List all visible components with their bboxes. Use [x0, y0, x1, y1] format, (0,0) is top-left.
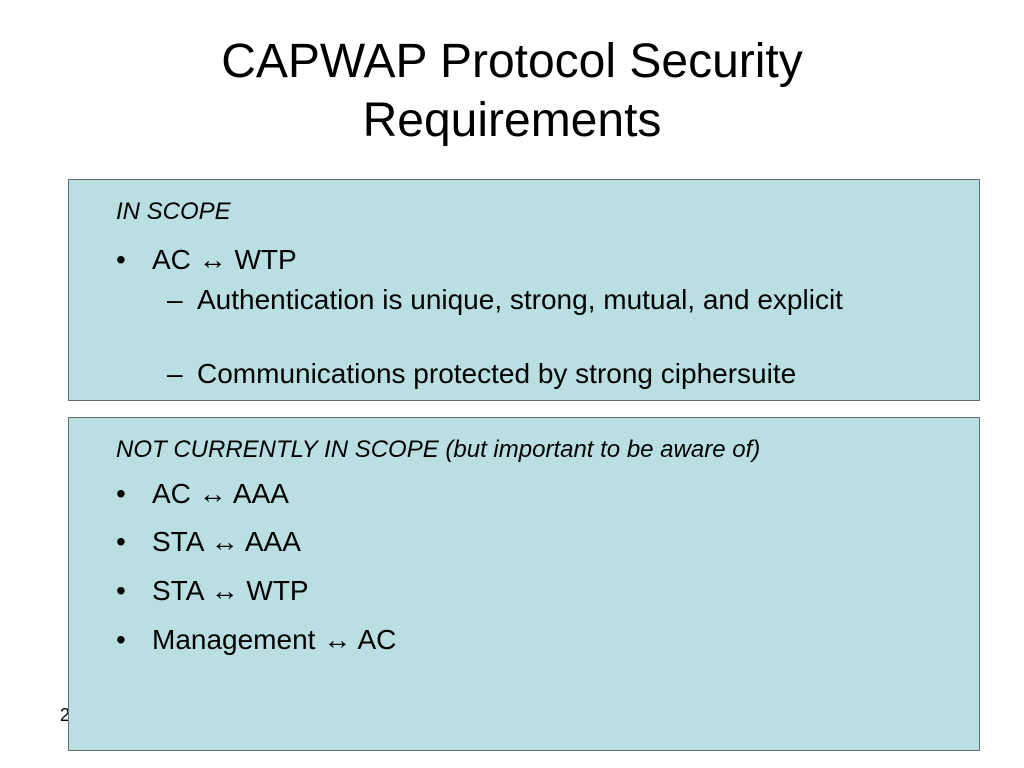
in-scope-bullet-item: • AC ↔ WTP — [116, 244, 297, 276]
bullet-mark: • — [116, 575, 126, 606]
not-in-scope-bullet-item: • Management ↔ AC — [116, 624, 396, 656]
bullet-mark: • — [116, 624, 126, 655]
in-scope-box: IN SCOPE • AC ↔ WTP – Authentication is u… — [68, 179, 980, 401]
slide-title-line-2: Requirements — [362, 94, 662, 147]
not-in-scope-bullet-item: • AC ↔ AAA — [116, 478, 289, 510]
not-in-scope-bullet-item: • STA ↔ AAA — [116, 526, 301, 558]
slide-title-line-1: CAPWAP Protocol Security — [221, 35, 803, 88]
not-in-scope-bullet-label: AC ↔ AAA — [152, 478, 289, 509]
not-in-scope-bullet-item: • STA ↔ WTP — [116, 575, 309, 607]
slide-title: CAPWAP Protocol Security Requirements — [0, 32, 1024, 150]
not-in-scope-bullet-label: STA ↔ WTP — [152, 575, 309, 606]
in-scope-sub-item: – Communications protected by strong cip… — [167, 358, 887, 390]
bullet-mark: • — [116, 526, 126, 557]
in-scope-sub-text: Communications protected by strong ciphe… — [197, 358, 797, 389]
in-scope-sub-item: – Authentication is unique, strong, mutu… — [167, 284, 887, 316]
dash-mark: – — [167, 358, 183, 389]
not-in-scope-bullet-label: Management ↔ AC — [152, 624, 397, 655]
in-scope-bullet-label: AC ↔ WTP — [152, 244, 297, 275]
not-in-scope-heading: NOT CURRENTLY IN SCOPE (but important to… — [116, 436, 761, 463]
in-scope-sub-text: Authentication is unique, strong, mutual… — [197, 284, 843, 315]
not-in-scope-bullet-label: STA ↔ AAA — [152, 526, 301, 557]
slide-page-number: 2 — [60, 705, 71, 725]
bullet-mark: • — [116, 478, 126, 509]
in-scope-heading: IN SCOPE — [116, 198, 231, 225]
dash-mark: – — [167, 284, 183, 315]
not-in-scope-box: NOT CURRENTLY IN SCOPE (but important to… — [68, 417, 980, 751]
bullet-mark: • — [116, 244, 126, 275]
